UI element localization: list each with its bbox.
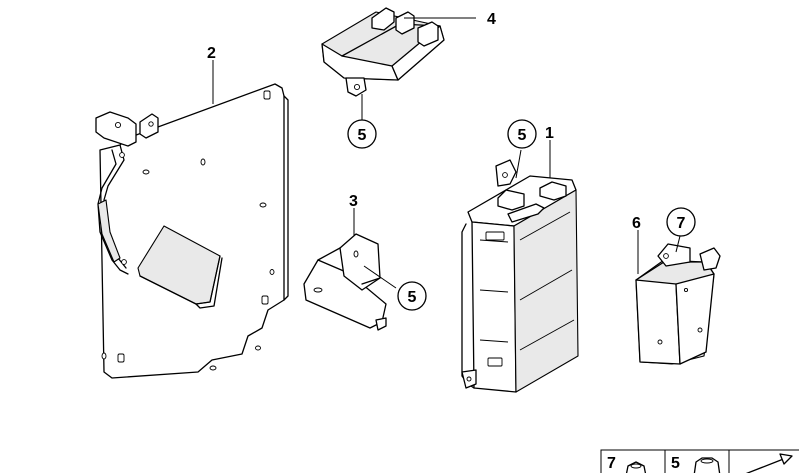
svg-text:5: 5 — [358, 127, 367, 144]
fastener-legend: 7 5 — [600, 449, 799, 473]
legend-item-7-label: 7 — [607, 455, 616, 472]
antenna-module-part-6[interactable] — [635, 230, 721, 365]
control-module-part-1[interactable] — [461, 140, 579, 393]
mounting-bracket-part-2[interactable] — [95, 60, 289, 379]
callout-5-top: 5 — [347, 119, 377, 149]
svg-text:5: 5 — [518, 127, 527, 144]
callout-5-bracket: 5 — [397, 281, 427, 311]
callout-5-module: 5 — [507, 119, 537, 149]
callout-3: 3 — [349, 193, 358, 210]
callout-4: 4 — [487, 11, 496, 28]
legend-item-5-label: 5 — [671, 455, 680, 472]
screw-icon — [693, 457, 721, 473]
callout-2: 2 — [207, 45, 216, 62]
callout-6: 6 — [632, 215, 641, 232]
callout-1: 1 — [545, 125, 554, 142]
small-bracket-part-3[interactable] — [303, 208, 397, 331]
module-part-4[interactable] — [321, 7, 476, 120]
svg-text:7: 7 — [677, 215, 686, 232]
nut-icon — [625, 461, 647, 473]
svg-text:5: 5 — [408, 289, 417, 306]
tool-arrow-icon — [745, 453, 793, 473]
callout-7: 7 — [666, 207, 696, 237]
